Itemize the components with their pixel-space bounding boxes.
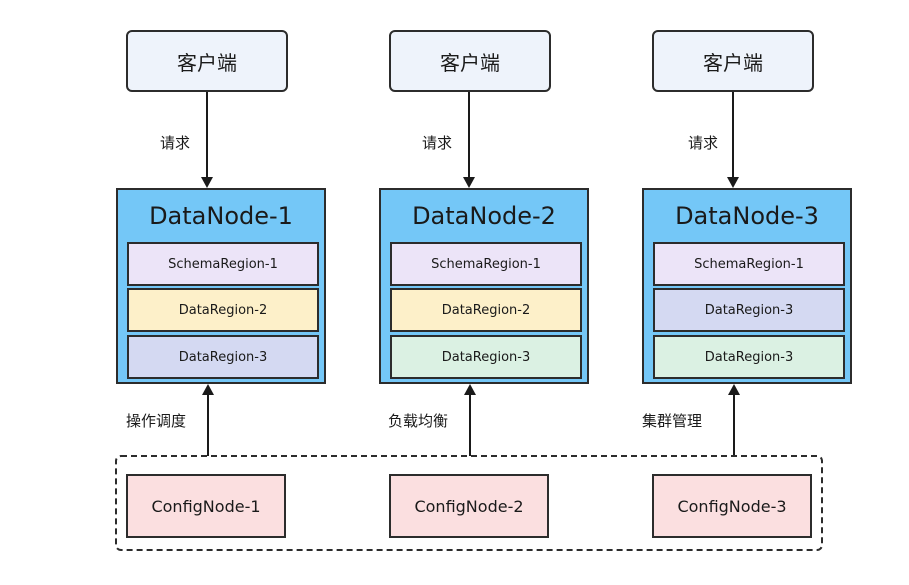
datanode-title-2: DataNode-2 xyxy=(412,202,556,230)
client-label-1: 客户端 xyxy=(177,50,237,75)
confignode-label-2: ConfigNode-2 xyxy=(414,496,524,516)
support-label-3: 集群管理 xyxy=(642,412,703,430)
request-arrowhead-1 xyxy=(201,177,213,188)
region-label: DataRegion-2 xyxy=(178,302,268,318)
region-label: SchemaRegion-1 xyxy=(694,256,804,272)
support-arrow-line-2 xyxy=(469,394,471,456)
client-box-3: 客户端 xyxy=(652,30,814,92)
client-label-2: 客户端 xyxy=(440,50,500,75)
confignode-3: ConfigNode-3 xyxy=(652,474,812,538)
region-2-3: DataRegion-3 xyxy=(390,335,582,379)
confignode-group xyxy=(115,455,823,551)
region-label: DataRegion-3 xyxy=(178,349,268,365)
request-label-1: 请求 xyxy=(160,134,191,152)
region-1-3: DataRegion-3 xyxy=(127,335,319,379)
region-label: SchemaRegion-1 xyxy=(168,256,278,272)
request-arrow-line-1 xyxy=(206,92,208,178)
confignode-2: ConfigNode-2 xyxy=(389,474,549,538)
confignode-1: ConfigNode-1 xyxy=(126,474,286,538)
region-2-1: SchemaRegion-1 xyxy=(390,242,582,286)
request-arrow-line-2 xyxy=(468,92,470,178)
confignode-label-1: ConfigNode-1 xyxy=(151,496,261,516)
region-2-2: DataRegion-2 xyxy=(390,288,582,332)
support-arrowhead-3 xyxy=(728,384,740,395)
region-label: DataRegion-3 xyxy=(441,349,531,365)
datanode-3: DataNode-3 SchemaRegion-1 DataRegion-3 D… xyxy=(642,188,852,384)
region-label: DataRegion-3 xyxy=(704,302,794,318)
client-label-3: 客户端 xyxy=(703,50,763,75)
request-arrowhead-3 xyxy=(727,177,739,188)
datanode-2: DataNode-2 SchemaRegion-1 DataRegion-2 D… xyxy=(379,188,589,384)
support-arrowhead-2 xyxy=(464,384,476,395)
region-1-1: SchemaRegion-1 xyxy=(127,242,319,286)
region-3-2: DataRegion-3 xyxy=(653,288,845,332)
confignode-label-3: ConfigNode-3 xyxy=(677,496,787,516)
region-3-1: SchemaRegion-1 xyxy=(653,242,845,286)
support-arrow-line-3 xyxy=(733,394,735,456)
support-arrow-line-1 xyxy=(207,394,209,456)
request-arrow-line-3 xyxy=(732,92,734,178)
support-label-1: 操作调度 xyxy=(126,412,187,430)
support-label-2: 负载均衡 xyxy=(388,412,449,430)
datanode-1: DataNode-1 SchemaRegion-1 DataRegion-2 D… xyxy=(116,188,326,384)
request-label-2: 请求 xyxy=(422,134,453,152)
datanode-title-1: DataNode-1 xyxy=(149,202,293,230)
region-label: SchemaRegion-1 xyxy=(431,256,541,272)
request-label-3: 请求 xyxy=(688,134,719,152)
region-label: DataRegion-2 xyxy=(441,302,531,318)
datanode-title-3: DataNode-3 xyxy=(675,202,819,230)
region-3-3: DataRegion-3 xyxy=(653,335,845,379)
region-1-2: DataRegion-2 xyxy=(127,288,319,332)
client-box-1: 客户端 xyxy=(126,30,288,92)
request-arrowhead-2 xyxy=(463,177,475,188)
client-box-2: 客户端 xyxy=(389,30,551,92)
region-label: DataRegion-3 xyxy=(704,349,794,365)
support-arrowhead-1 xyxy=(202,384,214,395)
